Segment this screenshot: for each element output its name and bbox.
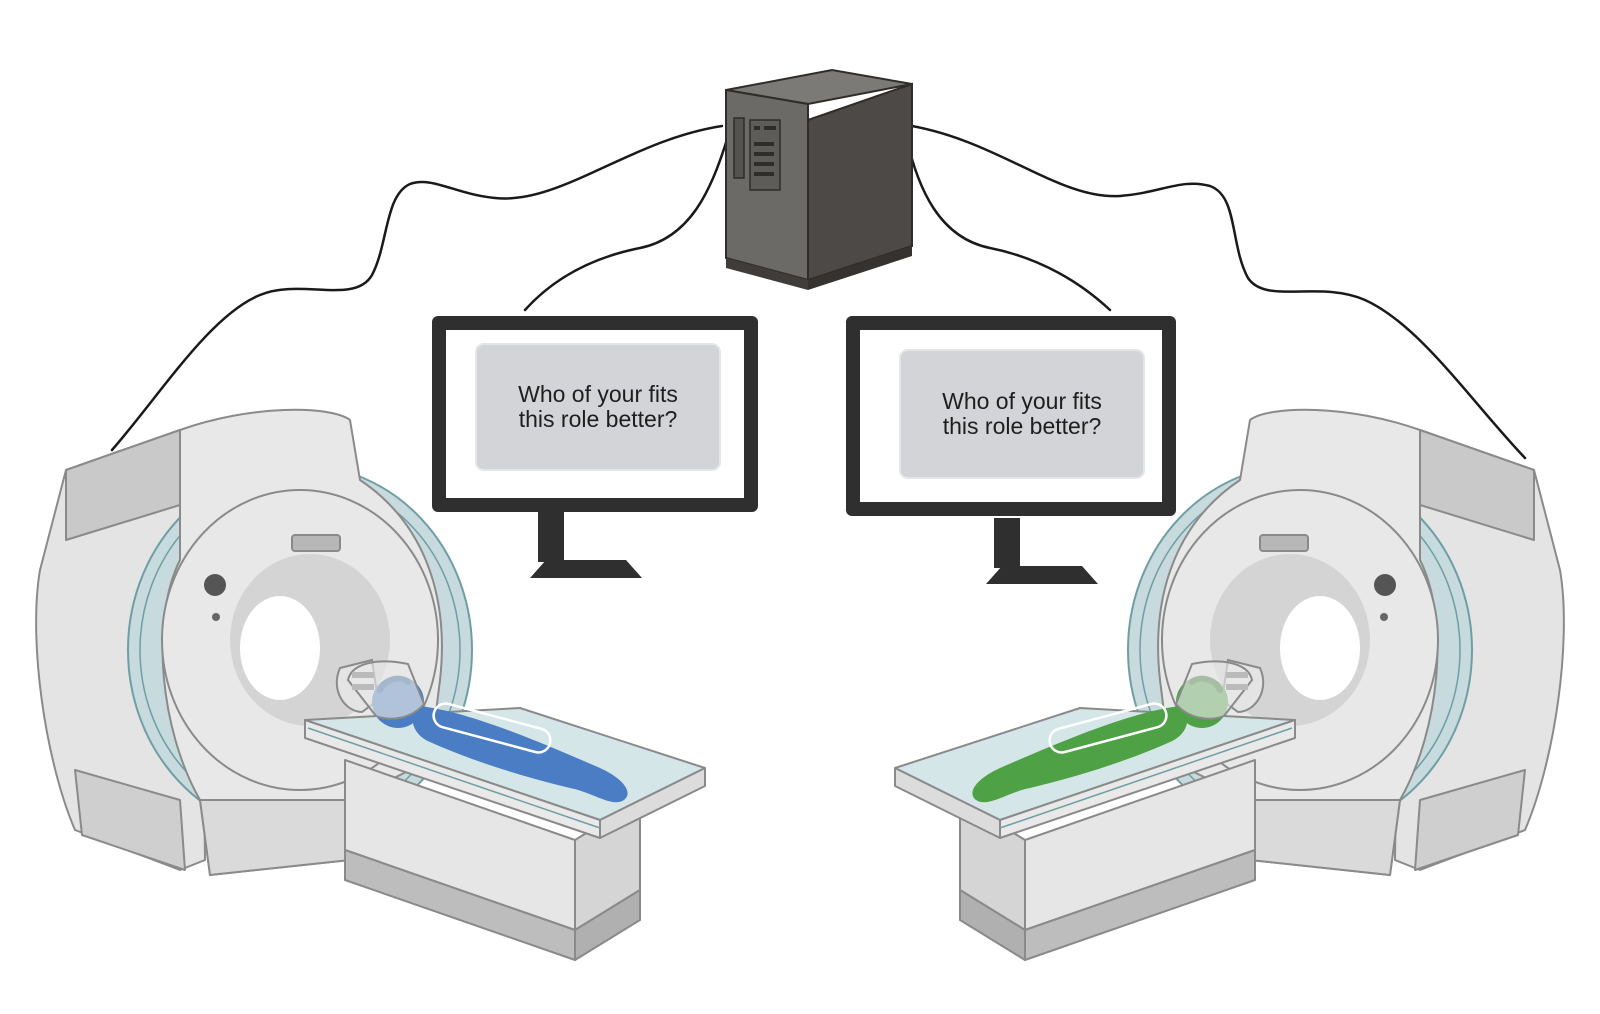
cables <box>110 124 1527 460</box>
right-monitor <box>846 316 1176 584</box>
left-screen-panel <box>475 343 721 471</box>
cable-to-right-scanner <box>910 124 1527 460</box>
person-lying-icon-right <box>972 658 1265 803</box>
right-question-line2: this role better? <box>942 413 1102 439</box>
server-tower-icon <box>725 68 913 290</box>
right-question-line1: Who of your fits <box>942 388 1102 414</box>
left-monitor-question: Who of your fits this role better? <box>478 382 718 432</box>
left-monitor <box>432 316 758 578</box>
cable-to-left-scanner <box>110 124 724 452</box>
left-question-line1: Who of your fits <box>518 381 678 407</box>
cable-to-left-monitor <box>523 134 730 312</box>
right-monitor-question: Who of your fits this role better? <box>902 389 1142 439</box>
person-lying-icon-left <box>335 658 628 803</box>
right-screen-panel <box>899 349 1145 479</box>
left-question-line2: this role better? <box>518 406 678 432</box>
cable-to-right-monitor <box>904 134 1112 312</box>
